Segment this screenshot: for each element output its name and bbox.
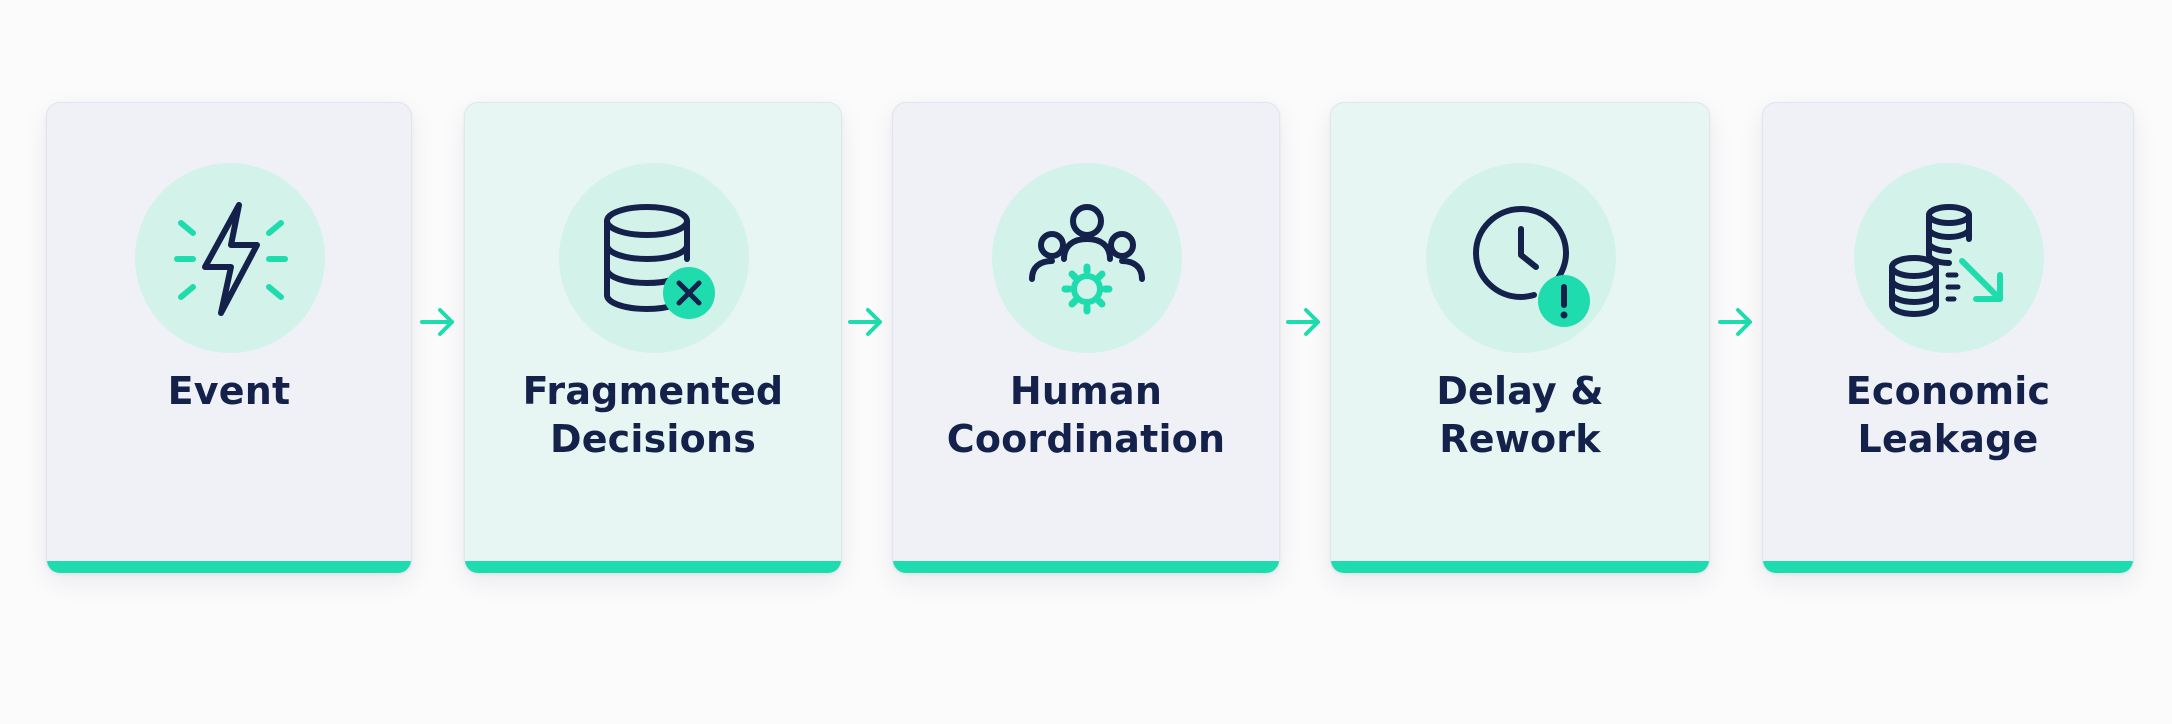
icon-circle xyxy=(559,163,749,353)
step-label-line: Delay & xyxy=(1436,369,1604,413)
accent-bar xyxy=(465,561,841,573)
lightning-bolt-icon xyxy=(174,202,288,316)
icon-circle xyxy=(992,163,1182,353)
clock-alert-icon xyxy=(1473,206,1590,327)
accent-bar xyxy=(1331,561,1709,573)
coins-down-icon xyxy=(1889,204,2003,318)
step-label-line: Human xyxy=(1009,369,1163,413)
accent-bar xyxy=(47,561,411,573)
step-label-line: Rework xyxy=(1439,417,1601,461)
step-label: Delay & Rework xyxy=(1331,367,1709,463)
database-x-icon xyxy=(604,204,715,319)
icon-circle xyxy=(1854,163,2044,353)
arrow-right-icon xyxy=(848,308,882,336)
icon-circle xyxy=(1426,163,1616,353)
step-card-event: Event xyxy=(46,102,412,574)
step-card-delay-rework: Delay & Rework xyxy=(1330,102,1710,574)
step-card-human-coordination: Human Coordination xyxy=(892,102,1280,574)
icon-circle xyxy=(135,163,325,353)
step-label-line: Leakage xyxy=(1857,417,2039,461)
step-label: Economic Leakage xyxy=(1763,367,2133,463)
step-label: Event xyxy=(47,367,411,415)
arrow-right-icon xyxy=(420,308,454,336)
accent-bar xyxy=(1763,561,2133,573)
step-label-line: Event xyxy=(167,369,291,413)
step-label: Fragmented Decisions xyxy=(465,367,841,463)
step-card-economic-leakage: Economic Leakage xyxy=(1762,102,2134,574)
step-label-line: Economic xyxy=(1845,369,2051,413)
arrow-right-icon xyxy=(1718,308,1752,336)
step-label-line: Coordination xyxy=(946,417,1226,461)
arrow-right-icon xyxy=(1286,308,1320,336)
step-label-line: Fragmented xyxy=(522,369,784,413)
accent-bar xyxy=(893,561,1279,573)
team-gear-icon xyxy=(1029,204,1145,315)
step-card-fragmented-decisions: Fragmented Decisions xyxy=(464,102,842,574)
step-label: Human Coordination xyxy=(893,367,1279,463)
step-label-line: Decisions xyxy=(549,417,757,461)
